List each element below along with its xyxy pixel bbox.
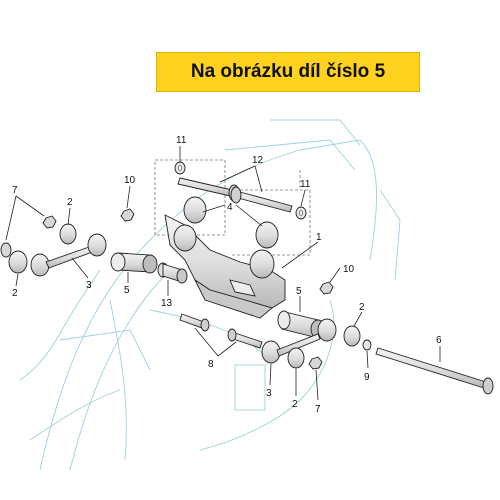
- callout-5-left: 5: [124, 285, 130, 296]
- callout-8: 8: [208, 359, 214, 370]
- right-bushing-group: [261, 318, 361, 369]
- part-number-callouts: 11 12 11 10 4 1 7 2 2 3 5 13 10 5 2 8 6 …: [12, 135, 442, 415]
- washers-and-nuts: [42, 161, 372, 370]
- callout-3-left: 3: [86, 280, 92, 291]
- title-banner-text: Na obrázku díl číslo 5: [190, 61, 386, 82]
- callout-6: 6: [436, 335, 442, 346]
- callout-12: 12: [252, 155, 264, 166]
- callout-7-bottom: 7: [315, 404, 321, 415]
- callout-9: 9: [364, 372, 370, 383]
- leader-lines: [5, 146, 441, 401]
- axle-bolt-part-6: [375, 347, 494, 395]
- callout-7-left: 7: [12, 185, 18, 196]
- callout-4: 4: [227, 202, 233, 213]
- bushing-part-4: [173, 196, 279, 279]
- callout-3-bottom: 3: [266, 388, 272, 399]
- callout-2-right: 2: [359, 302, 365, 313]
- bolt-part-12: [177, 177, 293, 213]
- callout-2-upper-left: 2: [67, 197, 73, 208]
- title-banner: Na obrázku díl číslo 5: [156, 52, 420, 92]
- sleeve-part-13: [157, 262, 188, 284]
- callout-11-right: 11: [300, 179, 311, 190]
- callout-1: 1: [316, 232, 322, 243]
- callout-5-right: 5: [296, 286, 302, 297]
- bolt-part-8: [179, 313, 263, 349]
- left-bushing-group: [0, 223, 107, 277]
- callout-2-bottom: 2: [292, 399, 298, 410]
- callout-11-top: 11: [176, 135, 187, 146]
- callout-2-lower-left: 2: [12, 288, 18, 299]
- callout-10-right: 10: [343, 264, 355, 275]
- callout-13: 13: [161, 298, 173, 309]
- callout-10-left: 10: [124, 175, 136, 186]
